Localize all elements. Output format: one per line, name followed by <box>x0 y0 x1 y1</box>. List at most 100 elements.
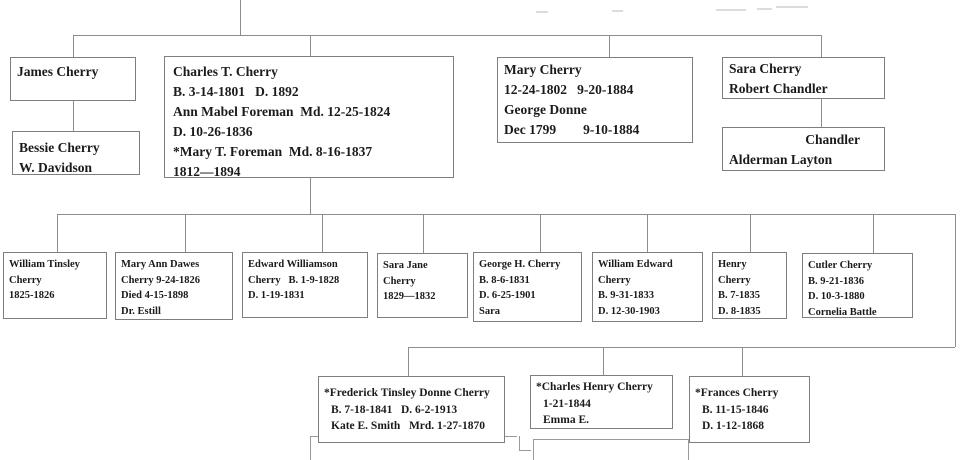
death-date: D. 10-3-1880 <box>808 291 865 302</box>
person-name: Mary Ann Dawes <box>121 259 200 270</box>
connector-drop-james <box>73 35 74 57</box>
person-box-henry-cherry: Henry Cherry B. 7-1835 D. 8-1835 <box>712 252 787 319</box>
scan-artifact <box>776 6 808 8</box>
person-box-frederick-tinsley-donne-cherry: *Frederick Tinsley Donne Cherry B. 7-18-… <box>318 376 505 443</box>
person-name: William Edward <box>598 259 673 270</box>
connector-drop-frederick <box>408 347 409 376</box>
death-date: D. 8-1835 <box>718 305 761 317</box>
cutoff-box-fragment <box>519 436 520 450</box>
connector-drop-henry <box>750 214 751 252</box>
person-box-charles-t-cherry: Charles T. Cherry B. 3-14-1801 D. 1892 A… <box>164 56 454 179</box>
cutoff-box-fragment <box>519 450 531 451</box>
spouse-name: W. Davidson <box>19 160 93 175</box>
connector-drop-sara-jane <box>423 214 424 253</box>
spouse-name: Robert Chandler <box>729 81 828 96</box>
connector-gen2-rail <box>57 214 955 215</box>
person-name: Sara Jane <box>383 260 428 271</box>
person-box-frances-cherry: *Frances Cherry B. 11-15-1846 D. 1-12-18… <box>689 376 810 443</box>
cutoff-box-fragment <box>310 436 311 460</box>
person-name: Bessie Cherry <box>19 140 100 155</box>
connector-drop-frances <box>742 347 743 376</box>
life-dates: Dec 1799 9-10-1884 <box>504 122 640 137</box>
connector-drop-charles-t <box>310 35 311 56</box>
person-box-mary-ann-dawes-cherry: Mary Ann Dawes Cherry 9-24-1826 Died 4-1… <box>115 252 233 320</box>
person-box-sara-jane-cherry: Sara Jane Cherry 1829—1832 <box>377 253 468 318</box>
person-name: Mary Cherry <box>504 62 582 77</box>
birth-date: B. 9-31-1833 <box>598 290 654 301</box>
connector-top-stub <box>240 0 241 35</box>
connector-drop-cutler <box>873 214 874 253</box>
person-name: Sara Cherry <box>729 61 802 76</box>
person-box-cutler-cherry: Cutler Cherry B. 9-21-1836 D. 10-3-1880 … <box>802 253 913 318</box>
person-name: Cutler Cherry <box>808 260 873 271</box>
spouse-name: Sara <box>479 305 500 317</box>
spouse-name: Cornelia Battle <box>808 306 877 318</box>
scan-artifact <box>716 9 746 11</box>
connector-drop-sara <box>821 35 822 57</box>
connector-drop-mary-ann <box>185 214 186 252</box>
person-box-william-edward-cherry: William Edward Cherry B. 9-31-1833 D. 12… <box>592 252 703 322</box>
death-date: D. 6-25-1901 <box>479 290 536 301</box>
spouse-name: Kate E. Smith Mrd. 1-27-1870 <box>331 420 485 432</box>
connector-drop-charles-henry <box>603 347 604 375</box>
life-dates: 1825-1826 <box>9 290 55 301</box>
person-name: Cherry <box>383 275 416 287</box>
person-name: George H. Cherry <box>479 259 561 270</box>
scan-artifact <box>612 10 623 12</box>
birth-death-dates: B. 7-18-1841 D. 6-2-1913 <box>331 403 458 416</box>
person-name: Cherry 9-24-1826 <box>121 274 201 286</box>
connector-drop-william-tinsley <box>57 214 58 252</box>
life-dates: 12-24-1802 9-20-1884 <box>504 82 634 97</box>
person-name: Chandler <box>805 132 860 147</box>
person-box-chandler-alderman-layton: Chandler Alderman Layton <box>722 127 885 171</box>
person-name: William Tinsley <box>9 259 80 270</box>
connector-charles-t-down <box>310 178 311 214</box>
life-dates: 1812—1894 <box>173 164 241 179</box>
person-name: James Cherry <box>17 64 99 79</box>
connector-drop-mary <box>609 35 610 57</box>
person-box-sara-cherry: Sara Cherry Robert Chandler <box>722 57 885 99</box>
person-box-mary-cherry: Mary Cherry 12-24-1802 9-20-1884 George … <box>497 57 693 143</box>
connector-sara-chandler <box>821 99 822 127</box>
death-date: Died 4-15-1898 <box>121 290 189 301</box>
spouse-name: Dr. Estill <box>121 305 161 317</box>
connector-gen3-rail <box>408 347 955 348</box>
connector-drop-edward <box>322 214 323 252</box>
birth-date: B. 9-21-1836 <box>808 275 864 287</box>
person-name: *Charles Henry Cherry <box>536 381 653 393</box>
person-name: Edward Williamson <box>248 259 338 270</box>
spouse-name: Emma E. <box>543 414 589 426</box>
person-name: Cherry <box>718 274 751 286</box>
death-date: D. 1-19-1831 <box>248 290 305 301</box>
person-box-william-tinsley-cherry: William Tinsley Cherry 1825-1826 <box>3 252 107 319</box>
connector-gen1-rail <box>73 35 821 36</box>
death-date: D. 1-12-1868 <box>702 420 764 432</box>
person-name: Cherry <box>598 274 631 286</box>
connector-drop-william-edward <box>647 214 648 252</box>
person-name: Cherry <box>9 274 42 286</box>
spouse-name: *Mary T. Foreman Md. 8-16-1837 <box>173 144 373 159</box>
connector-right-rail <box>955 214 956 347</box>
person-name: Alderman Layton <box>729 152 833 167</box>
person-box-james-cherry: James Cherry <box>10 57 136 101</box>
cutoff-box-fragment <box>688 439 689 460</box>
person-box-edward-williamson-cherry: Edward Williamson Cherry B. 1-9-1828 D. … <box>242 252 368 318</box>
person-name: Charles T. Cherry <box>173 64 278 79</box>
death-date: D. 10-26-1836 <box>173 124 253 139</box>
cutoff-box-fragment <box>533 439 688 440</box>
birth-date: B. 8-6-1831 <box>479 274 530 286</box>
connector-james-bessie <box>73 101 74 131</box>
birth-date: 1-21-1844 <box>543 397 591 410</box>
spouse-name: Ann Mabel Foreman Md. 12-25-1824 <box>173 104 391 119</box>
birth-date: Cherry B. 1-9-1828 <box>248 274 340 286</box>
spouse-name: George Donne <box>504 102 587 117</box>
person-box-bessie-cherry: Bessie Cherry W. Davidson <box>12 131 140 175</box>
scan-artifact <box>757 8 772 10</box>
person-box-charles-henry-cherry: *Charles Henry Cherry 1-21-1844 Emma E. <box>530 375 673 429</box>
scan-artifact <box>536 11 548 13</box>
person-name: *Frances Cherry <box>695 387 779 399</box>
life-dates: 1829—1832 <box>383 291 436 302</box>
connector-drop-george <box>540 214 541 252</box>
birth-date: B. 7-1835 <box>718 290 760 301</box>
